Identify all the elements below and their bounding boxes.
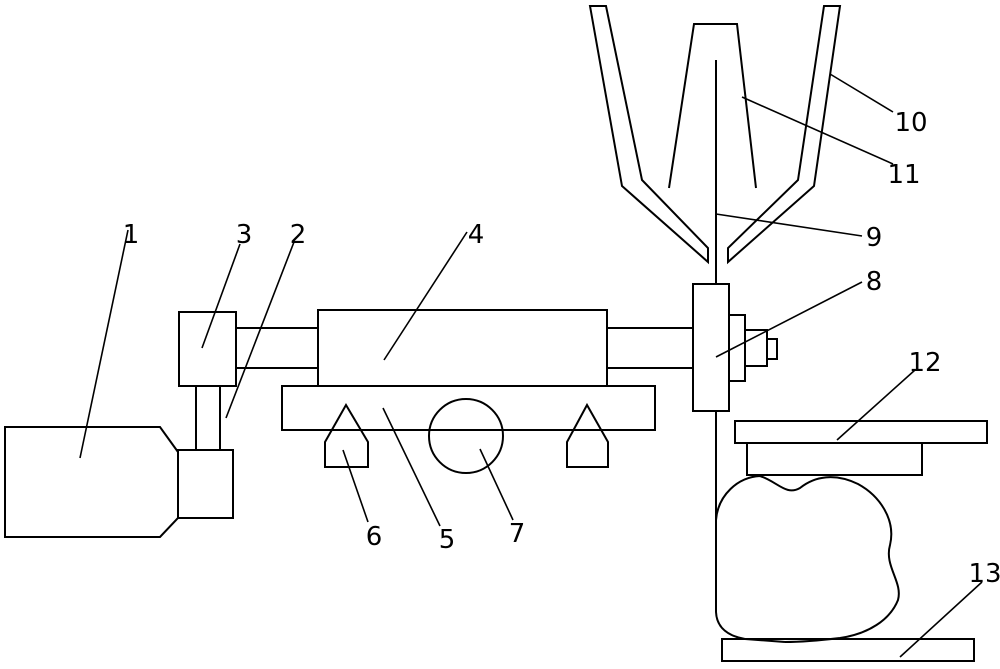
label-1: 1: [123, 220, 140, 250]
leader-line-6: [343, 450, 368, 522]
label-5: 5: [439, 525, 456, 555]
label-12: 12: [908, 348, 941, 378]
leader-line-9: [716, 214, 862, 236]
leader-line-3: [202, 244, 240, 348]
callout-labels: 1 2 3 4 5 6 7 8 9 10 11 12 13: [123, 108, 1000, 589]
label-4: 4: [468, 220, 485, 250]
inner-cone: [669, 24, 756, 188]
leader-line-11: [742, 97, 893, 164]
press-plate: [735, 421, 987, 475]
leader-line-7: [480, 449, 513, 520]
label-13: 13: [968, 559, 1000, 589]
label-3: 3: [236, 220, 253, 250]
workpiece: [716, 476, 899, 642]
drive-shaft: [236, 328, 693, 368]
base-plate: [282, 386, 655, 430]
leader-line-13: [900, 582, 982, 657]
gearbox: [179, 312, 236, 386]
coupling-shaft: [196, 386, 220, 450]
label-6: 6: [366, 522, 383, 552]
leader-lines: [80, 74, 982, 657]
label-7: 7: [509, 519, 526, 549]
drive-housing: [318, 310, 607, 386]
motor: [5, 427, 233, 537]
leader-line-12: [837, 370, 915, 440]
label-11: 11: [887, 160, 920, 190]
label-9: 9: [866, 223, 883, 253]
label-8: 8: [866, 267, 883, 297]
roller-wheel: [429, 399, 503, 473]
leader-line-1: [80, 230, 128, 458]
leader-line-4: [384, 232, 467, 360]
leader-line-10: [830, 74, 893, 112]
label-2: 2: [290, 220, 307, 250]
label-10: 10: [894, 108, 927, 138]
bottom-plate: [722, 639, 974, 661]
support-foot: [325, 405, 608, 467]
leader-line-8: [716, 282, 862, 357]
